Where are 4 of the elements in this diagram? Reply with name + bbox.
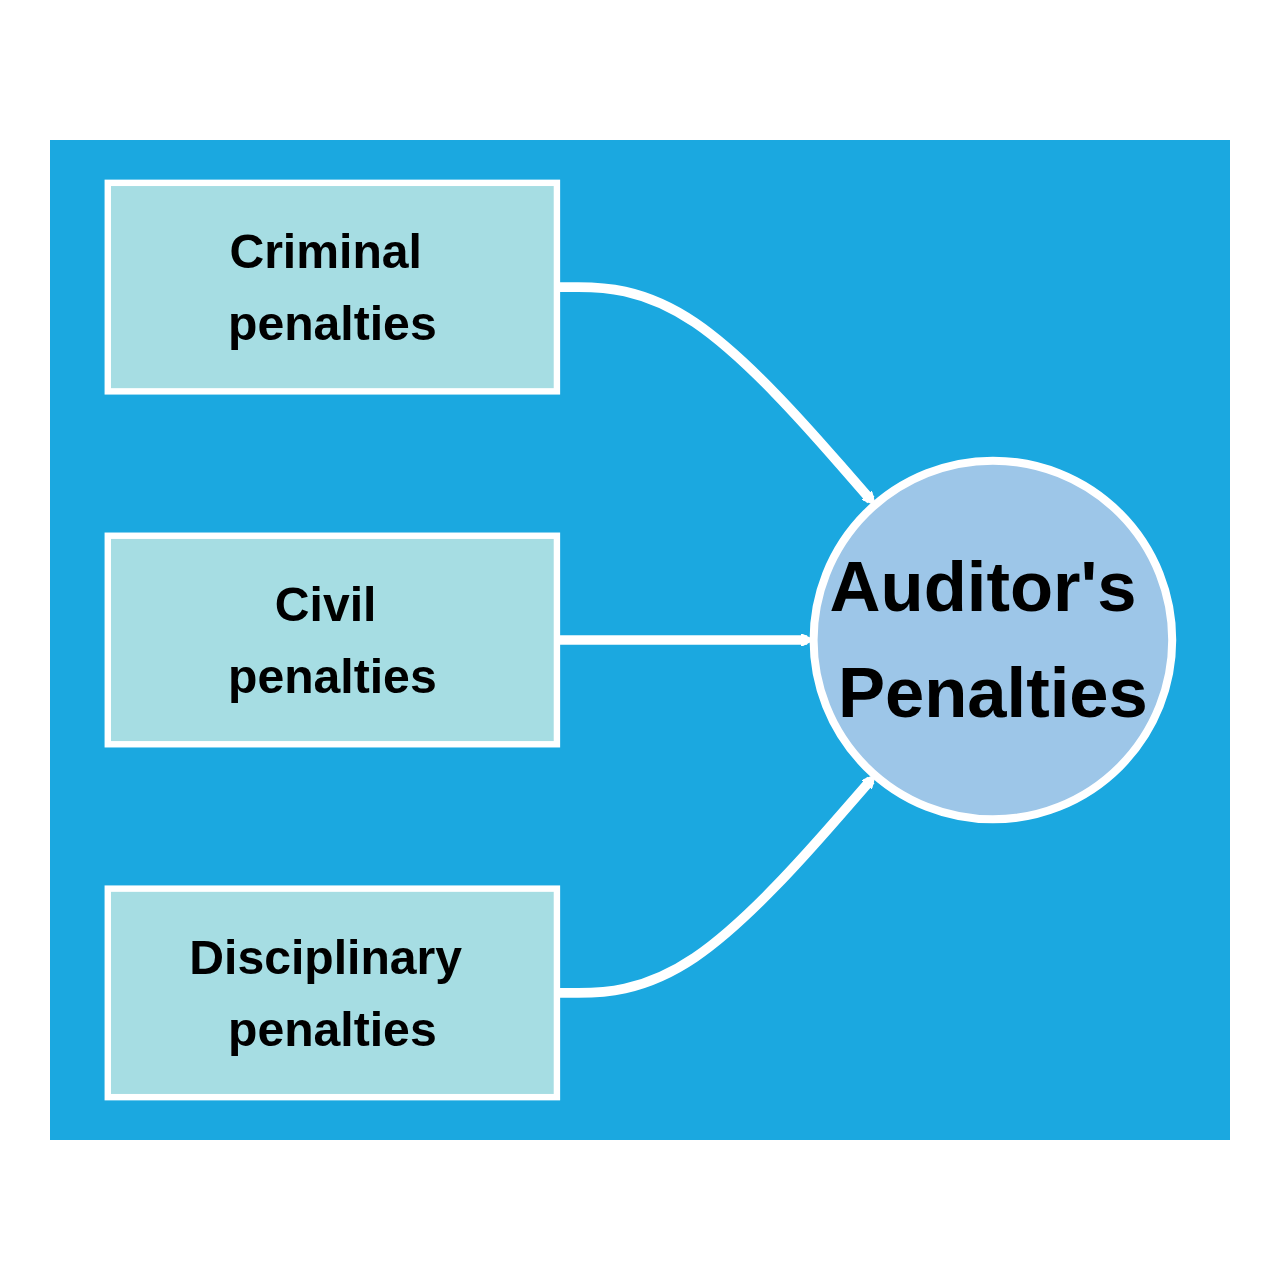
node-circle: Auditor's Penalties (809, 456, 1177, 824)
node-box: Civil penalties (104, 532, 561, 748)
node-box: Criminal penalties (104, 179, 561, 395)
node-box: Disciplinary penalties (104, 885, 561, 1101)
